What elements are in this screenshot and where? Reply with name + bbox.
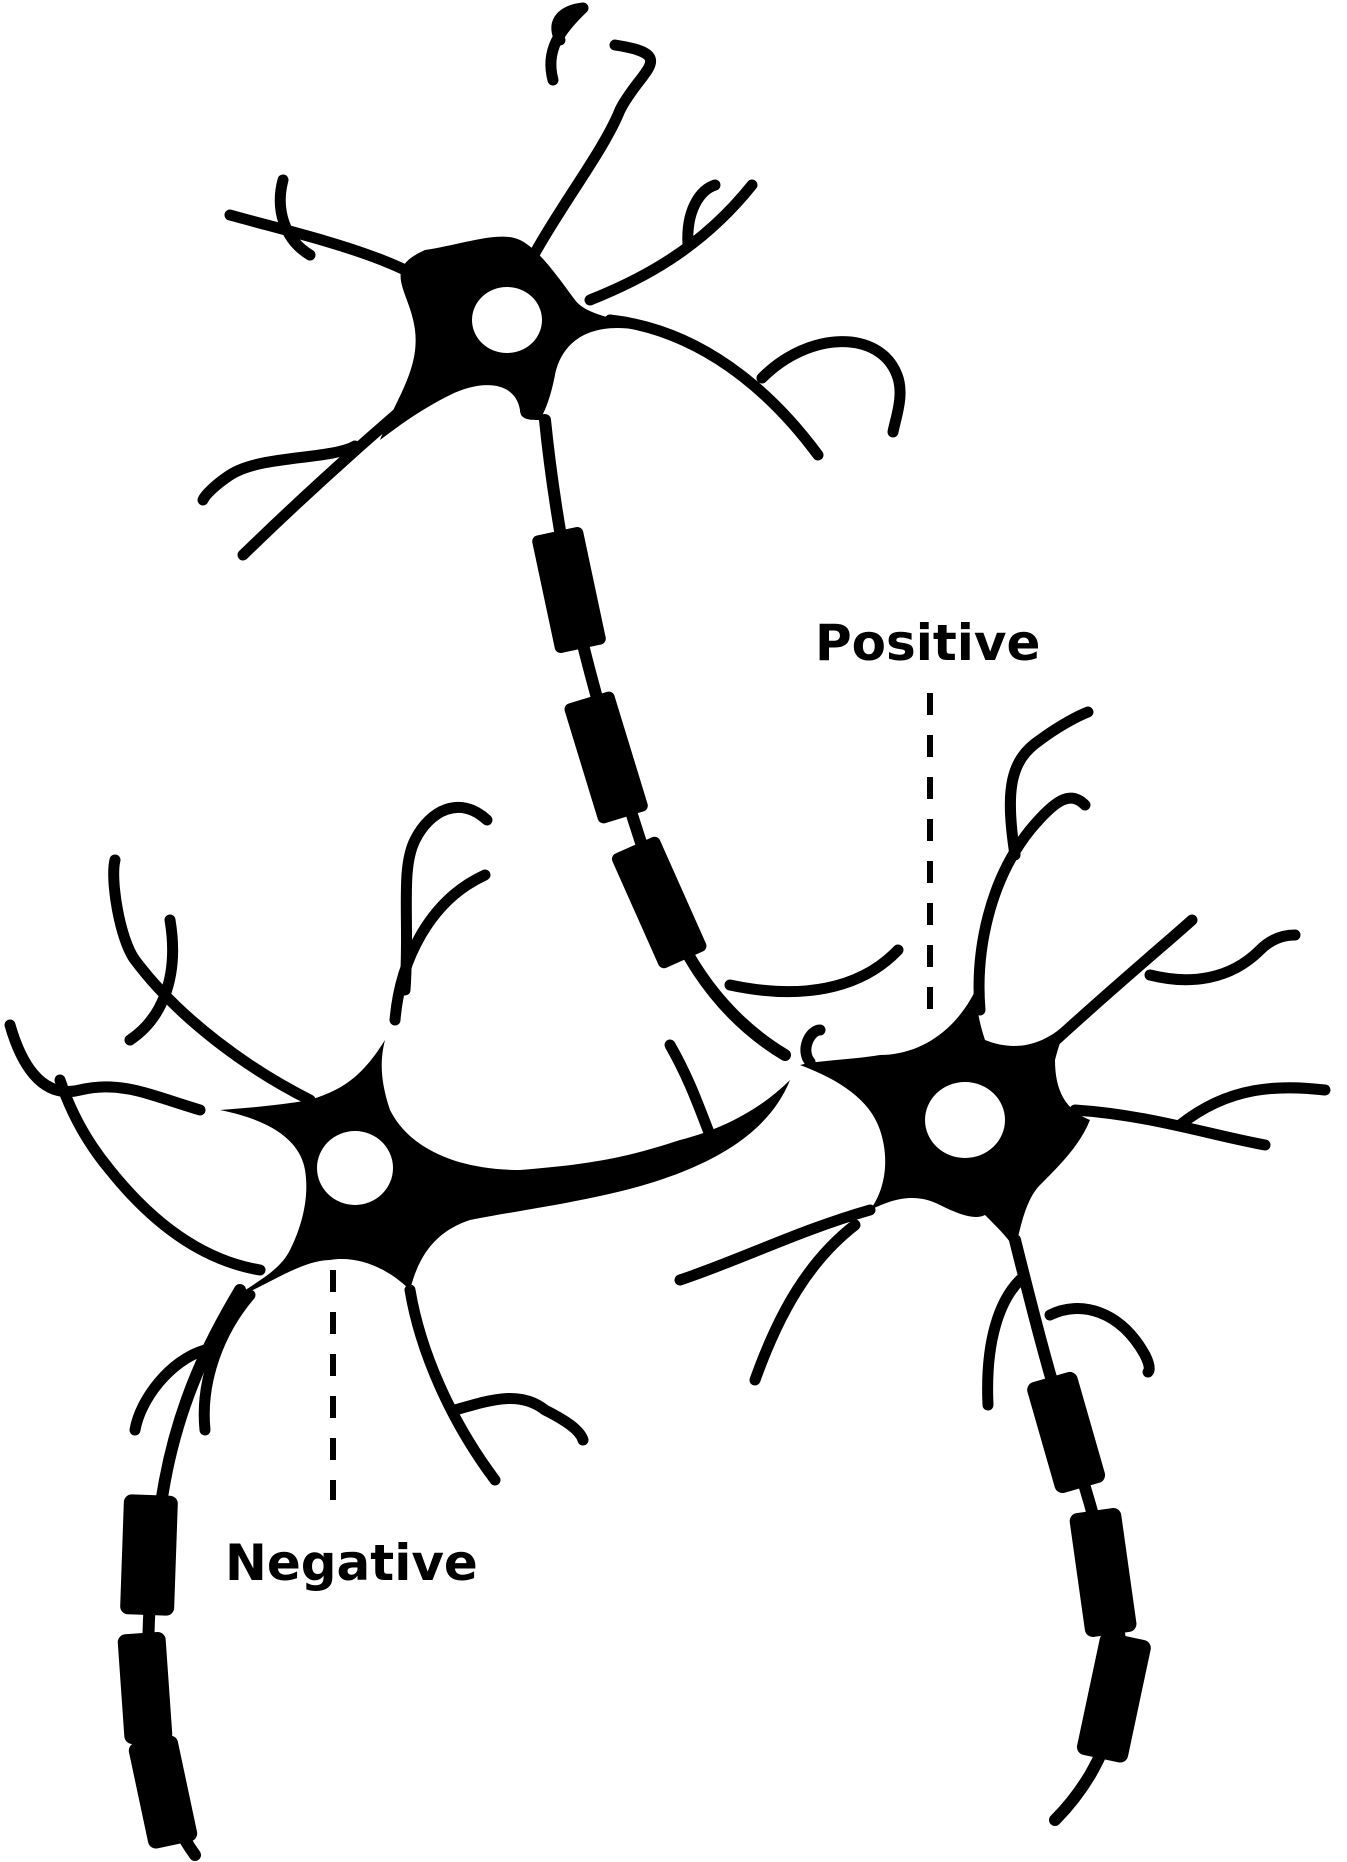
top-axon-terminal [724, 944, 904, 998]
right-myelin-sheaths [1027, 1371, 1151, 1763]
right-neuron [674, 706, 1331, 1826]
negative-annotation: Negative [225, 1270, 478, 1592]
left-nucleus [317, 1131, 393, 1205]
left-myelin-sheaths [117, 1494, 198, 1849]
top-neuron [197, 2, 906, 1061]
top-nucleus [472, 287, 542, 353]
positive-label: Positive [815, 614, 1040, 672]
right-nucleus [925, 1082, 1005, 1158]
positive-annotation: Positive [815, 614, 1040, 1010]
right-neuron-dendrites [674, 706, 1331, 1411]
top-myelin-sheaths [532, 527, 707, 969]
negative-label: Negative [225, 1534, 478, 1592]
left-soma [220, 1040, 790, 1300]
right-input-dendrite [800, 1024, 826, 1068]
left-neuron [4, 801, 790, 1861]
left-neuron-dendrites [4, 801, 716, 1486]
